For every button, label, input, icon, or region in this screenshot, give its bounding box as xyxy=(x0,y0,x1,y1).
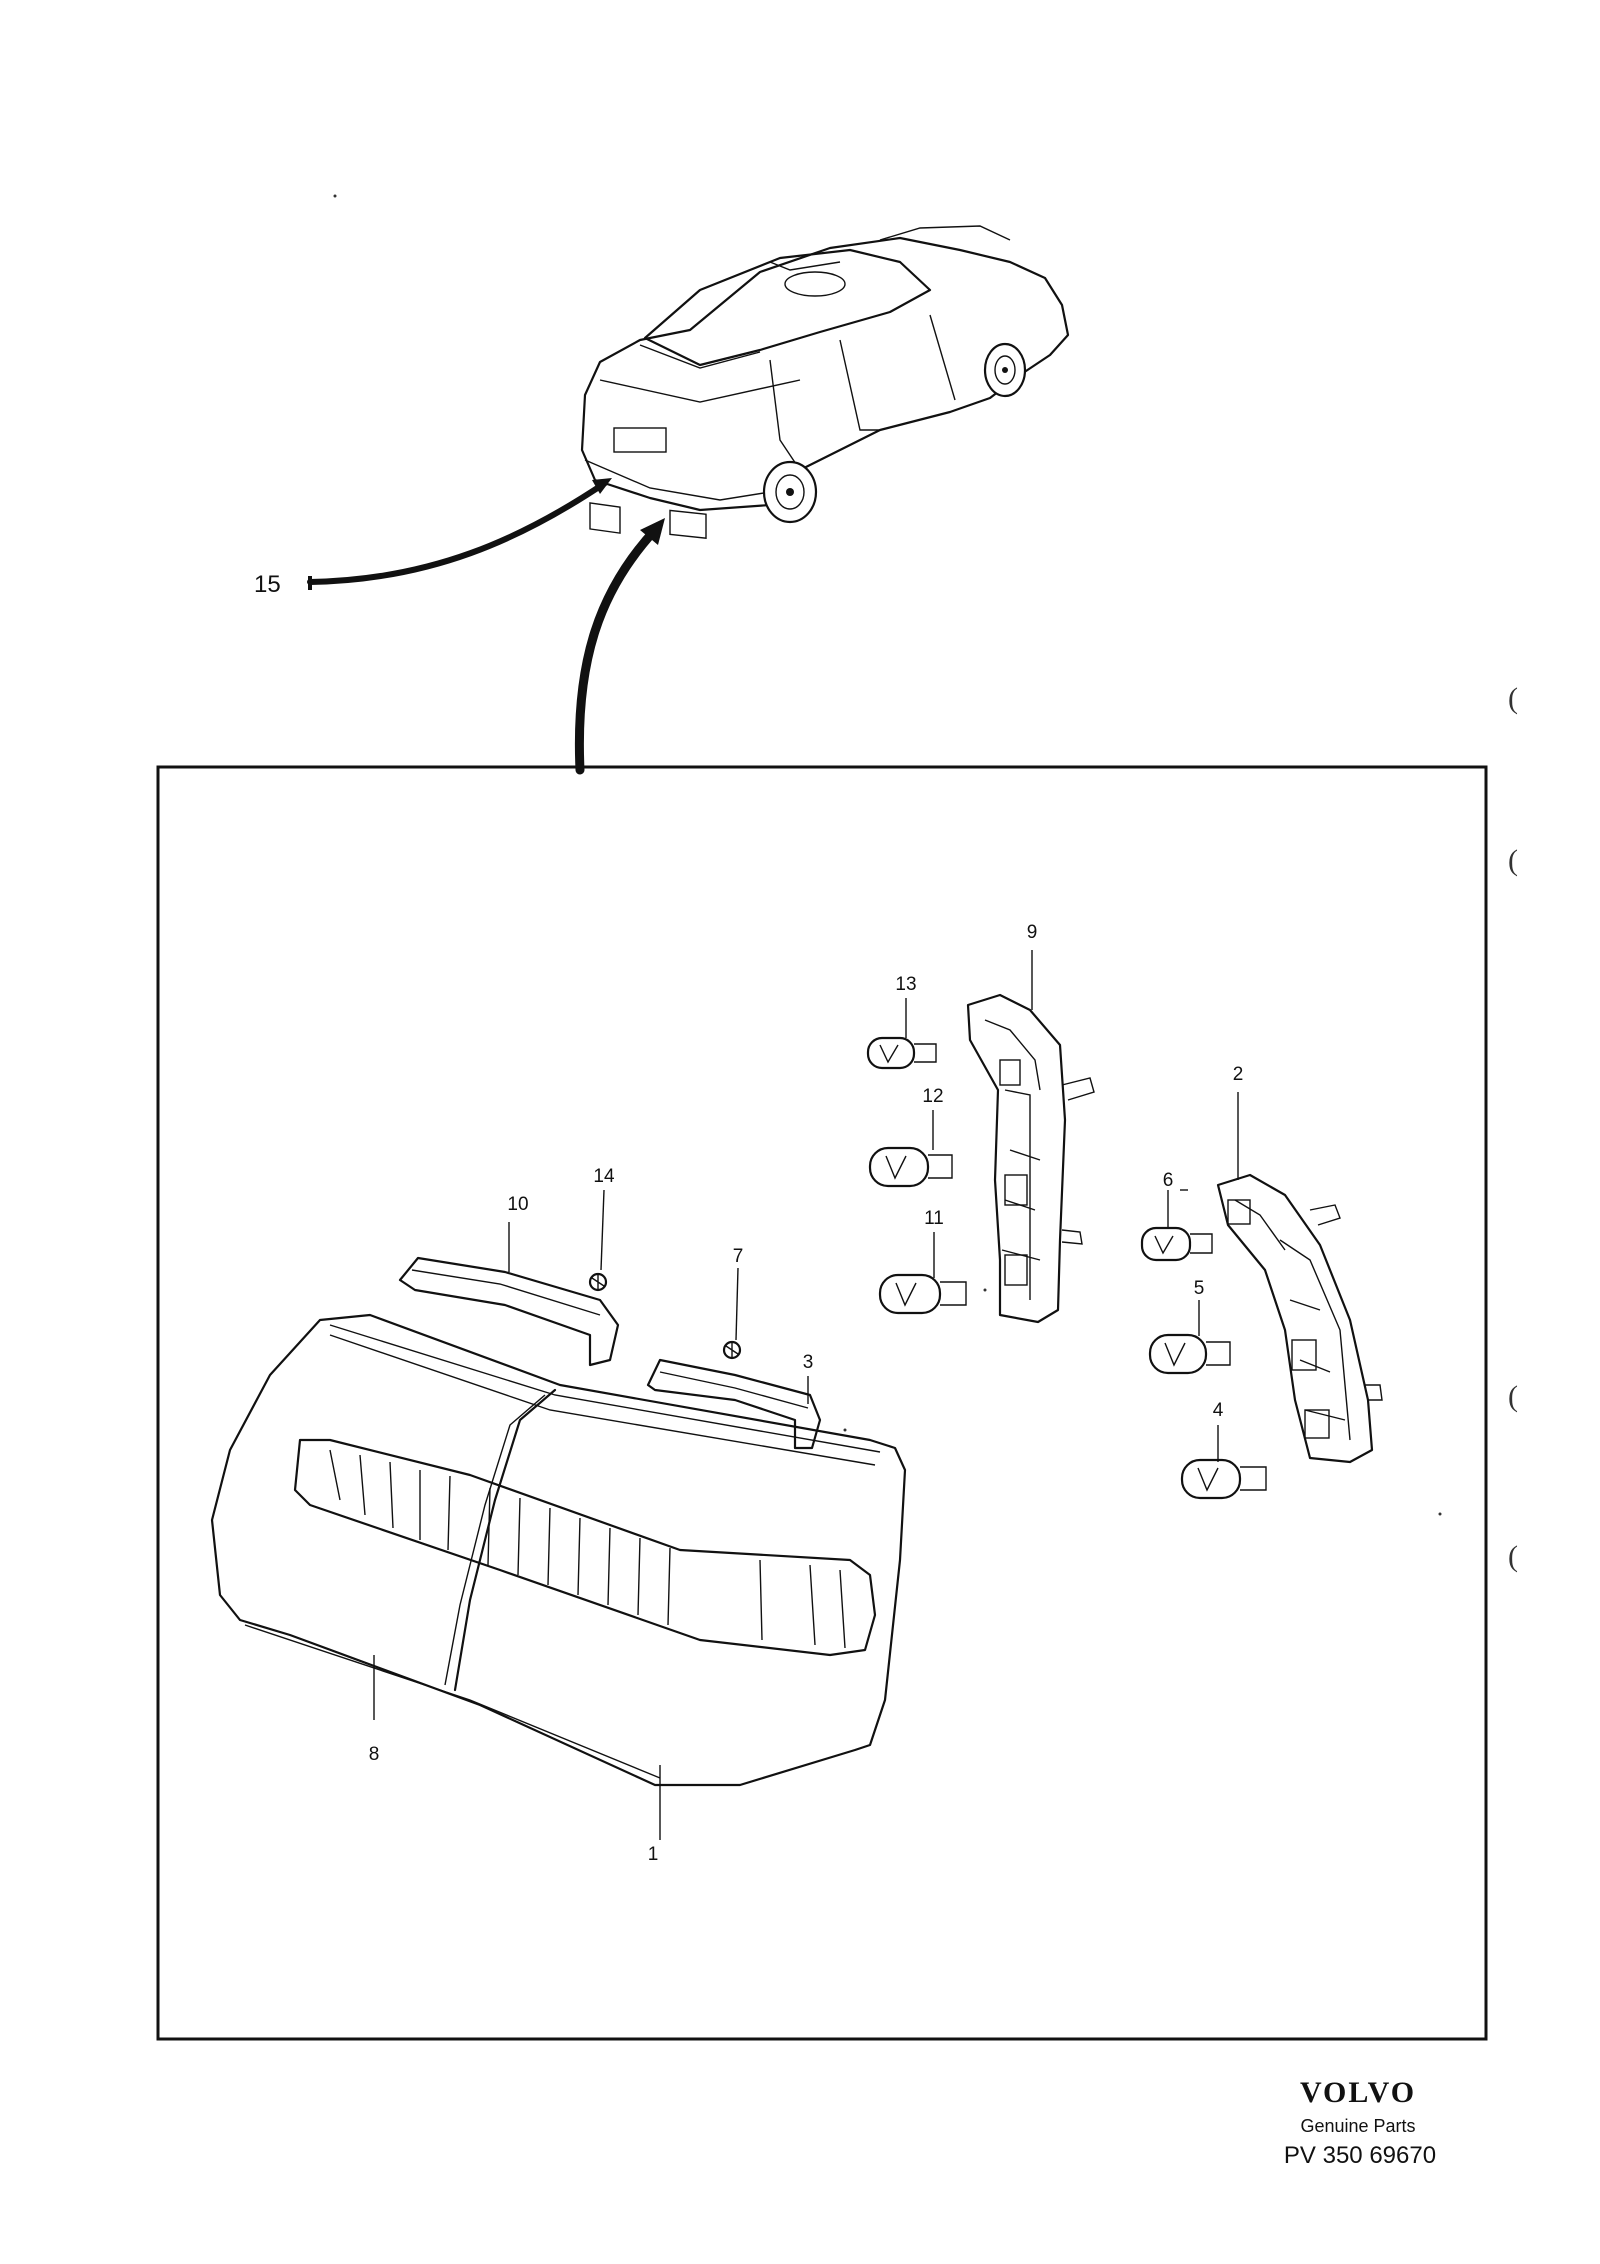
arrow-15-head xyxy=(592,478,612,494)
diagram-code: PV 350 69670 xyxy=(1283,2142,1437,2169)
callout-14: 14 xyxy=(593,1166,615,1187)
margin-mark-3: ( xyxy=(1508,1380,1518,1413)
bulb-11 xyxy=(878,1273,967,1315)
margin-mark-4: ( xyxy=(1508,1540,1518,1573)
callout-6: 6 xyxy=(1163,1170,1174,1191)
callout-10: 10 xyxy=(507,1194,528,1215)
bulb-holder-2 xyxy=(1216,1173,1383,1464)
callout-8: 8 xyxy=(369,1744,380,1765)
arrow-15 xyxy=(307,480,608,585)
bulb-4 xyxy=(1180,1458,1267,1500)
callout-1: 1 xyxy=(648,1844,659,1865)
arrow-frame xyxy=(574,525,660,775)
arrow-frame-head xyxy=(640,518,665,545)
callout-15: 15 xyxy=(254,571,281,598)
bulb-holder-9 xyxy=(966,993,1095,1324)
callout-5: 5 xyxy=(1194,1278,1205,1299)
volvo-logo: VOLVO xyxy=(1299,2076,1417,2109)
callout-4: 4 xyxy=(1213,1400,1224,1421)
callout-13: 13 xyxy=(895,974,916,995)
bulb-12 xyxy=(868,1146,953,1188)
callout-3: 3 xyxy=(803,1352,814,1373)
tail-lamp-assembly xyxy=(210,1256,907,1787)
callout-12: 12 xyxy=(922,1086,943,1107)
callout-7: 7 xyxy=(733,1246,744,1267)
margin-mark-2: ( xyxy=(1508,844,1518,877)
bulb-13 xyxy=(866,1036,937,1070)
genuine-parts-label: Genuine Parts xyxy=(1300,2116,1416,2136)
callout-9: 9 xyxy=(1027,922,1038,943)
bulb-6 xyxy=(1140,1226,1213,1262)
car-illustration xyxy=(580,225,1070,539)
callout-2: 2 xyxy=(1233,1064,1244,1085)
callout-11: 11 xyxy=(924,1208,944,1229)
margin-mark-1: ( xyxy=(1508,682,1518,715)
bulb-5 xyxy=(1148,1333,1231,1375)
detail-frame xyxy=(156,765,1488,2041)
